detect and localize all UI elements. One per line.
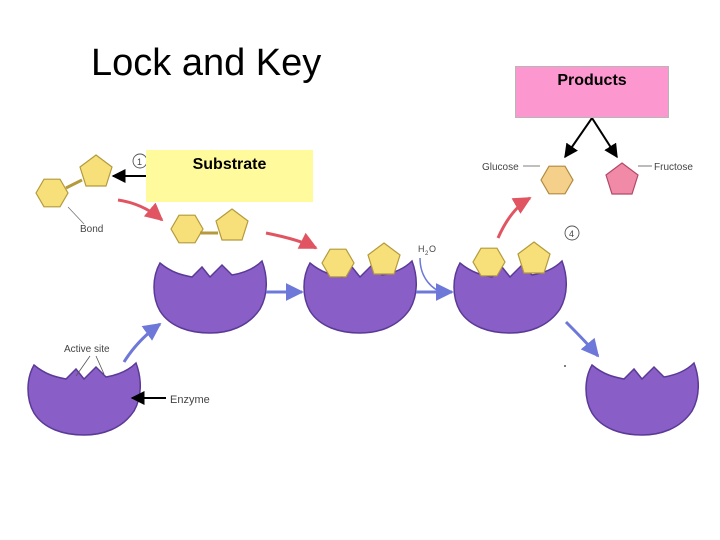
active-site-label: Active site bbox=[64, 344, 110, 355]
bond-label: Bond bbox=[80, 224, 103, 235]
glucose-molecule bbox=[540, 165, 574, 195]
fructose-molecule bbox=[605, 162, 639, 195]
step-1-label: 1 bbox=[137, 157, 142, 167]
step-4-circle bbox=[564, 225, 580, 241]
products-arrow-glucose bbox=[564, 117, 593, 159]
products-callout-label: Products bbox=[557, 72, 627, 89]
bond-pointer-line bbox=[67, 206, 85, 225]
enzyme-1 bbox=[153, 260, 268, 334]
step-4-label: 4 bbox=[569, 229, 574, 239]
slide-title: Lock and Key bbox=[91, 42, 322, 84]
enzyme-free-right bbox=[585, 362, 700, 436]
enzyme-free-left bbox=[27, 362, 142, 436]
water-sub-label: 2 bbox=[425, 251, 429, 257]
water-o-label: O bbox=[429, 244, 436, 254]
water-h-label: H bbox=[418, 244, 425, 254]
enzyme-product-complex bbox=[453, 241, 568, 334]
substrate-callout-label: Substrate bbox=[192, 156, 267, 173]
enzyme-label: Enzyme bbox=[170, 394, 210, 406]
substrate-molecule-free bbox=[35, 154, 113, 208]
fructose-label: Fructose bbox=[654, 162, 693, 173]
products-arrow-fructose bbox=[591, 117, 618, 159]
recycle-arrow bbox=[122, 322, 162, 363]
active-site-pointer-1 bbox=[75, 355, 91, 377]
glucose-label: Glucose bbox=[482, 162, 519, 173]
substrate-callout: Substrate bbox=[146, 150, 313, 202]
enzyme-release-arrow bbox=[564, 320, 600, 358]
active-site-pointer-2 bbox=[95, 355, 105, 375]
substrate-molecule-approaching bbox=[170, 208, 249, 244]
water-arrow bbox=[419, 257, 447, 297]
approach-arrow bbox=[117, 198, 164, 222]
products-callout: Products bbox=[515, 66, 669, 118]
binding-arrow bbox=[265, 231, 318, 250]
enzyme-substrate-complex bbox=[303, 242, 418, 334]
release-arrow bbox=[496, 196, 532, 239]
